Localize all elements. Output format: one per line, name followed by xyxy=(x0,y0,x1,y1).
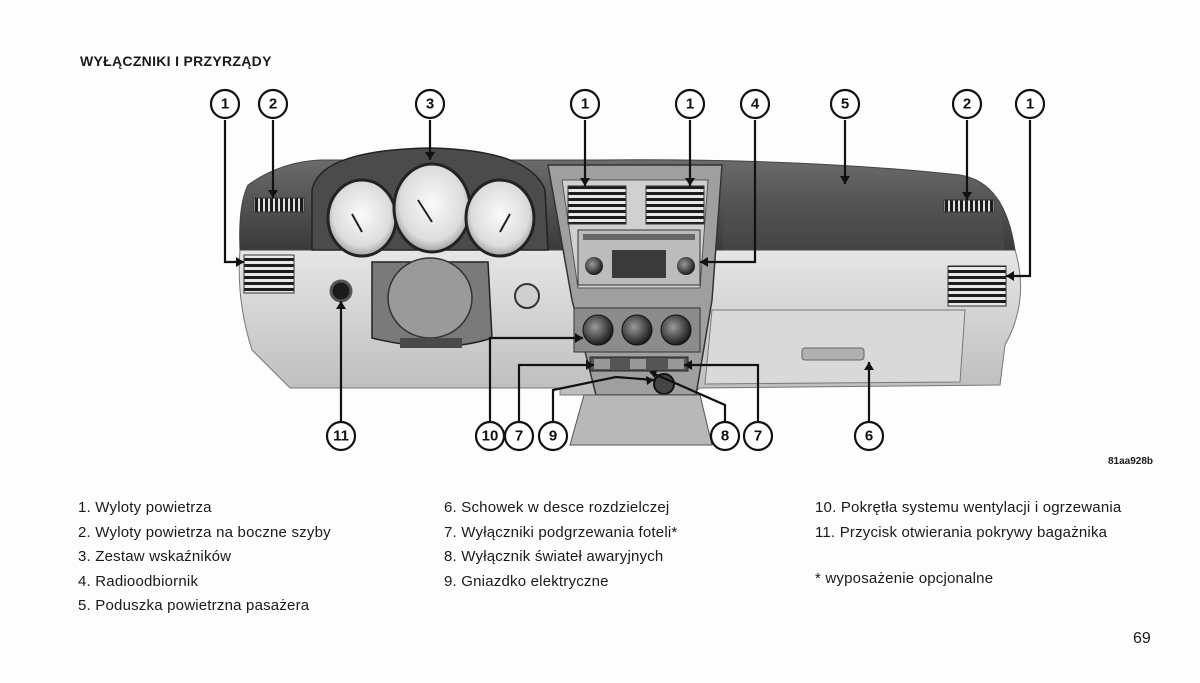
right-air-vent xyxy=(947,265,1007,307)
ignition-switch xyxy=(514,283,540,309)
callout-4-radio: 4 xyxy=(739,88,771,120)
svg-text:4: 4 xyxy=(751,96,760,113)
svg-text:10: 10 xyxy=(482,428,499,445)
legend-item: 1. Wyloty powietrza xyxy=(78,499,212,516)
legend-item: 6. Schowek w desce rozdzielczej xyxy=(444,499,670,516)
legend-column-2: 6. Schowek w desce rozdzielczej 7. Wyłąc… xyxy=(444,496,677,594)
callout-2-left-window-vent: 2 xyxy=(257,88,289,120)
instrument-gauges xyxy=(326,162,536,258)
left-side-window-vent xyxy=(253,197,305,213)
callout-7-seat-heater-left: 7 xyxy=(503,420,535,452)
trunk-release-button xyxy=(329,279,353,303)
legend-item: 2. Wyloty powietrza na boczne szyby xyxy=(78,523,331,541)
center-left-vent xyxy=(567,185,627,225)
callout-3-instrument-cluster: 3 xyxy=(414,88,446,120)
legend-item: 9. Gniazdko elektryczne xyxy=(444,572,609,590)
callout-10-hvac-knobs: 10 xyxy=(474,420,506,452)
callout-9-power-outlet: 9 xyxy=(537,420,569,452)
svg-text:7: 7 xyxy=(515,428,523,445)
svg-text:11: 11 xyxy=(333,428,349,445)
callout-11-trunk-release: 11 xyxy=(325,420,357,452)
legend-item: 7. Wyłączniki podgrzewania foteli* xyxy=(444,523,678,541)
legend-item: 8. Wyłącznik świateł awaryjnych xyxy=(444,548,664,565)
legend-item: 10. Pokrętła systemu wentylacji i ogrzew… xyxy=(815,499,1122,516)
svg-text:7: 7 xyxy=(754,428,762,445)
figure-code: 81aa928b xyxy=(1108,456,1154,467)
right-side-window-vent xyxy=(943,199,995,213)
legend-item: 3. Zestaw wskaźników xyxy=(78,548,232,565)
page-number: 69 xyxy=(1133,630,1151,647)
callout-1-right-vent: 1 xyxy=(1014,88,1046,120)
switch-row xyxy=(589,356,689,372)
svg-text:2: 2 xyxy=(269,96,277,113)
center-right-vent xyxy=(645,185,705,225)
svg-text:1: 1 xyxy=(686,96,694,113)
dashboard-illustration: 1 2 3 1 1 4 5 2 1 11 10 7 9 8 7 6 xyxy=(209,88,1046,452)
svg-text:2: 2 xyxy=(963,96,971,113)
svg-text:9: 9 xyxy=(549,428,557,445)
callout-1-left-vent: 1 xyxy=(209,88,241,120)
hvac-control-knobs xyxy=(573,307,701,353)
callout-1-center-left-vent: 1 xyxy=(569,88,601,120)
callout-7-seat-heater-right: 7 xyxy=(742,420,774,452)
callout-8-hazard-switch: 8 xyxy=(709,420,741,452)
callout-5-passenger-airbag: 5 xyxy=(829,88,861,120)
footnote: * wyposażenie opcjonalne xyxy=(815,570,994,587)
legend-column-3: 10. Pokrętła systemu wentylacji i ogrzew… xyxy=(815,496,1121,545)
legend-item: 4. Radioodbiornik xyxy=(78,572,199,590)
callout-1-center-right-vent: 1 xyxy=(674,88,706,120)
svg-text:5: 5 xyxy=(841,96,849,113)
svg-text:8: 8 xyxy=(721,428,729,445)
svg-text:6: 6 xyxy=(865,428,873,445)
glove-box xyxy=(704,309,966,385)
legend-column-1: 1. Wyloty powietrza 2. Wyloty powietrza … xyxy=(78,496,331,619)
callout-6-glove-box: 6 xyxy=(853,420,885,452)
left-air-vent xyxy=(243,254,295,294)
svg-text:1: 1 xyxy=(581,96,589,113)
callout-2-right-window-vent: 2 xyxy=(951,88,983,120)
steering-column xyxy=(371,257,493,348)
legend-item: 5. Poduszka powietrzna pasażera xyxy=(78,597,310,614)
section-title: WYŁĄCZNIKI I PRZYRZĄDY xyxy=(80,53,272,69)
radio-unit xyxy=(577,229,701,286)
power-outlet xyxy=(653,373,675,395)
passenger-airbag-panel xyxy=(722,200,1005,250)
svg-text:1: 1 xyxy=(1026,96,1034,113)
svg-text:1: 1 xyxy=(221,96,229,113)
callout-arrowheads xyxy=(236,152,1014,385)
svg-text:3: 3 xyxy=(426,96,434,113)
center-console xyxy=(569,394,713,446)
legend-item: 11. Przycisk otwierania pokrywy bagażnik… xyxy=(815,523,1108,541)
